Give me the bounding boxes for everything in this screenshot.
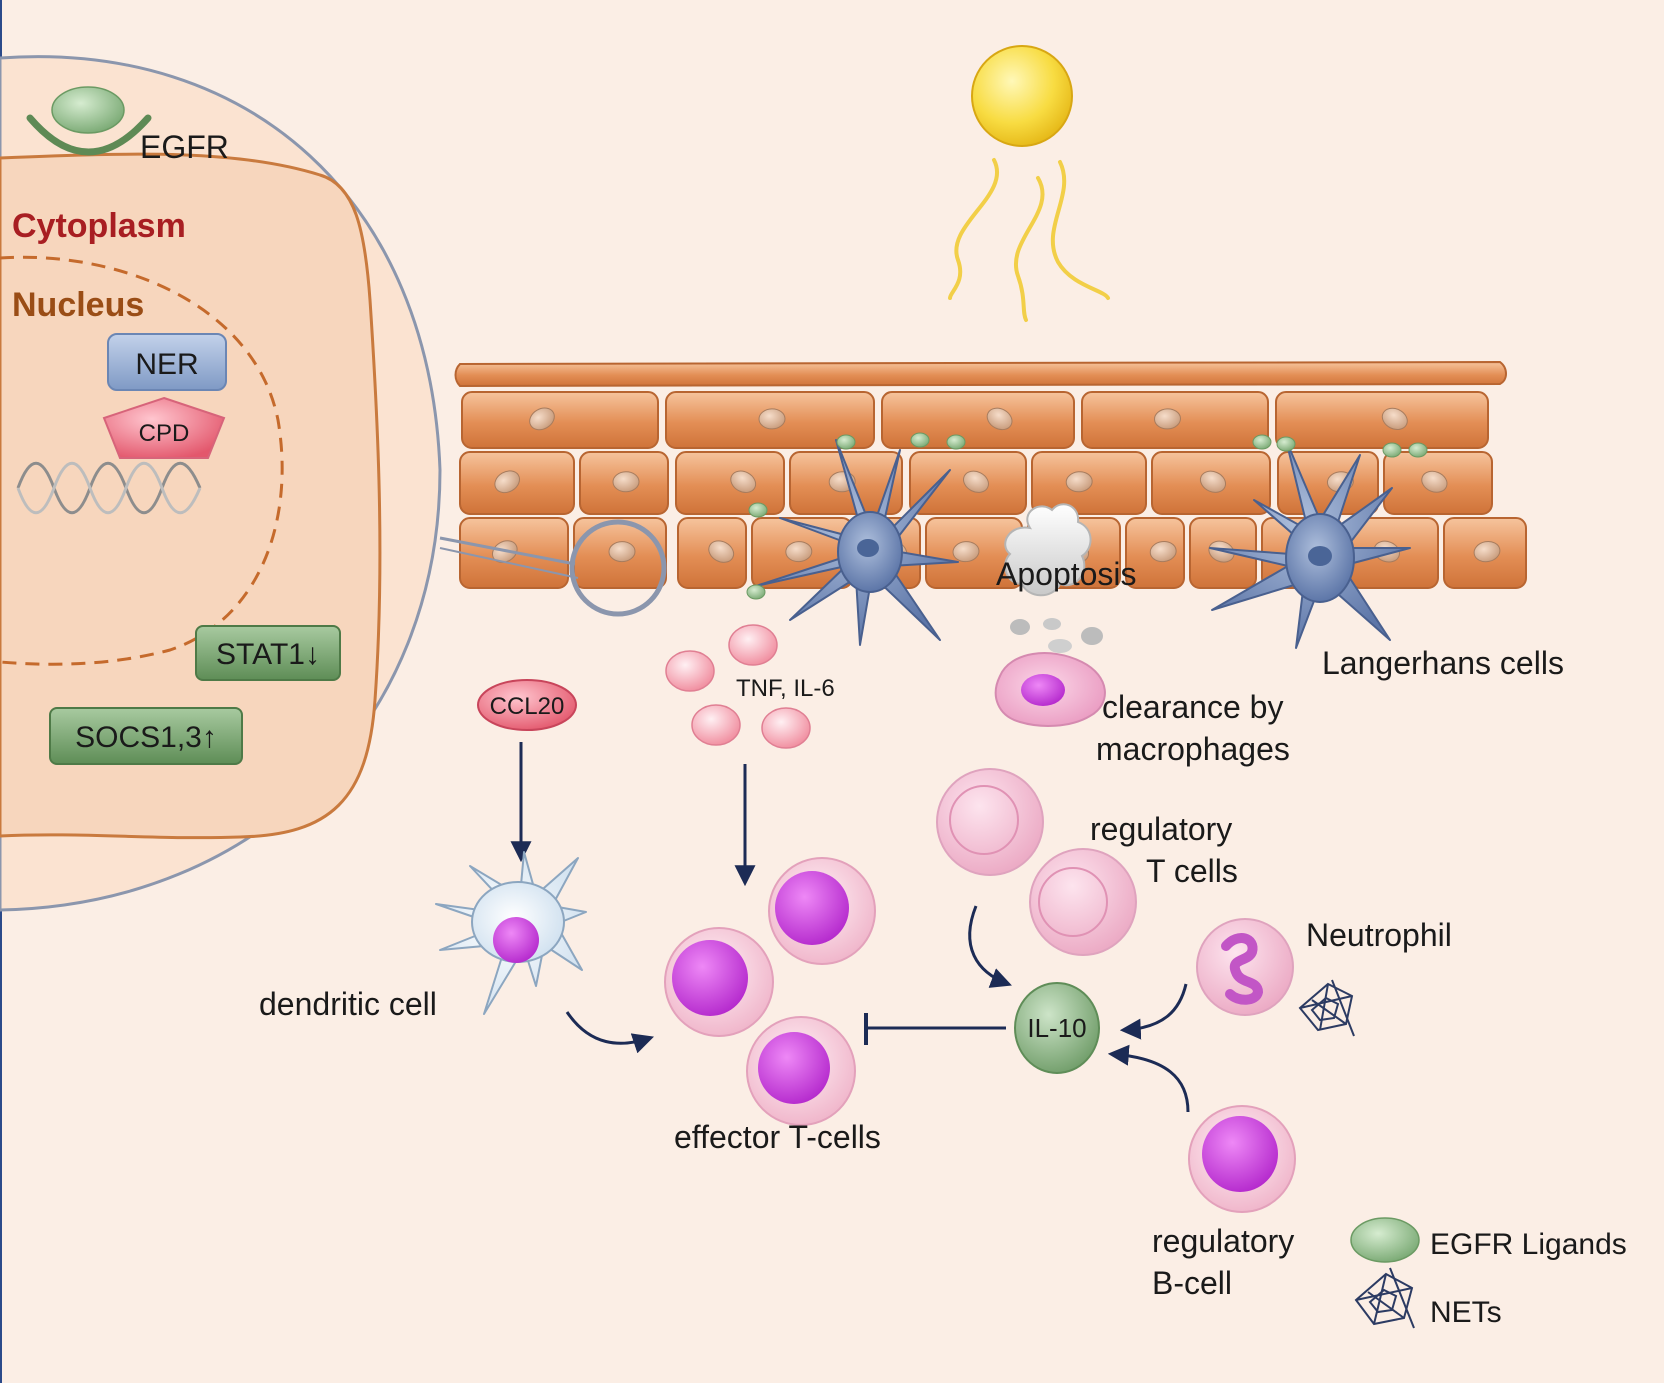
regulatory-t-cell: [1029, 848, 1137, 956]
egfr-ligands-legend-label: EGFR Ligands: [1430, 1228, 1627, 1261]
nucleus-label: Nucleus: [12, 286, 144, 324]
keratinocyte-nucleus: [758, 408, 786, 430]
magnifier-icon: [439, 519, 667, 617]
socs-label: SOCS1,3↑: [75, 721, 217, 754]
neutrophil-label: Neutrophil: [1306, 917, 1452, 953]
langerhans-label: Langerhans cells: [1322, 645, 1564, 681]
egfr-ligand-dot: [1252, 434, 1272, 450]
stat1-box: STAT1↓: [195, 625, 341, 681]
egfr-ligand-dot: [748, 502, 768, 518]
net-legend-icon: [1354, 1267, 1415, 1329]
effector-label: effector T-cells: [674, 1119, 881, 1155]
keratinocyte-nucleus: [785, 541, 813, 563]
regulatory-t-cell: [936, 768, 1044, 876]
uv-rays-icon: [948, 158, 1110, 322]
keratinocyte-nucleus: [708, 540, 735, 563]
keratinocyte-nucleus: [963, 470, 989, 493]
egfr-label: EGFR: [140, 129, 229, 165]
regulatory-b-cell-icon: [1188, 1105, 1296, 1213]
stratum-corneum: [454, 360, 1507, 388]
regulatory-t-cells: [936, 768, 1137, 956]
keratinocyte: [1275, 391, 1489, 449]
legend: EGFR Ligands NETs: [1350, 1217, 1627, 1329]
net-icon: [1298, 979, 1355, 1037]
apoptotic-cell-icon: [1004, 503, 1103, 653]
keratinocyte-nucleus: [1065, 471, 1093, 493]
egfr-ligand-dot: [1276, 436, 1296, 452]
cell-cross-section: EGFR Cytoplasm Nucleus NER CPD STAT1↓ SO…: [0, 55, 442, 912]
apoptosis-label: Apoptosis: [996, 556, 1137, 592]
keratinocyte-nucleus: [986, 407, 1013, 431]
egfr-ligand-legend-icon: [1350, 1217, 1420, 1263]
neutrophil-arrow: [1119, 983, 1188, 1040]
cytoplasm-label: Cytoplasm: [12, 207, 186, 245]
effector-t-cell: [664, 927, 774, 1037]
keratinocyte-nucleus: [1199, 470, 1227, 493]
socs-box: SOCS1,3↑: [49, 707, 243, 765]
dendritic-cell-icon: [435, 851, 587, 1015]
effector-t-cell: [768, 857, 876, 965]
dendritic-label: dendritic cell: [259, 986, 437, 1022]
egfr-ligand-dot: [1382, 442, 1402, 458]
cytokine-dots: [665, 624, 811, 749]
egfr-ligand-dot: [946, 434, 966, 450]
ner-box: NER: [107, 333, 227, 391]
clearance-label-line1: clearance by: [1102, 689, 1283, 725]
clearance-label-line2: macrophages: [1096, 731, 1290, 767]
keratinocyte-nucleus: [1473, 540, 1501, 563]
il10-cytokine: IL-10: [1014, 982, 1100, 1074]
keratinocyte-nucleus: [1421, 470, 1448, 493]
sun-icon: [971, 45, 1073, 147]
keratinocyte-nucleus: [1154, 408, 1181, 430]
keratinocyte-nucleus: [494, 470, 521, 494]
keratinocyte: [675, 451, 785, 515]
macrophage-icon: [994, 652, 1106, 727]
keratinocyte-nucleus: [730, 470, 757, 493]
nucleus-boundary: [0, 255, 284, 666]
ccl20-label: CCL20: [490, 693, 565, 720]
egfr-ligand-dots: [746, 432, 1428, 600]
ccl20-chemokine: CCL20: [477, 679, 577, 731]
egfr-ligand-dot: [910, 432, 930, 448]
treg-arrow: [968, 905, 1012, 988]
regulatory-b-label-line2: B-cell: [1152, 1265, 1232, 1301]
neutrophil-icon: [1196, 918, 1294, 1016]
egfr-ligand-dot: [1408, 442, 1428, 458]
keratinocyte-nucleus: [1149, 541, 1177, 563]
keratinocyte: [461, 391, 659, 449]
keratinocyte-nucleus: [1381, 407, 1408, 431]
keratinocyte-nucleus: [612, 471, 640, 493]
keratinocyte-nucleus: [952, 541, 980, 563]
langerhans-cell-1: [755, 439, 959, 646]
cpd-pentagon: CPD: [102, 396, 226, 459]
il10-label: IL-10: [1027, 1013, 1086, 1043]
cpd-label: CPD: [139, 420, 190, 447]
egfr-receptor-icon: [26, 86, 152, 156]
effector-t-cell: [746, 1016, 856, 1126]
keratinocyte: [881, 391, 1075, 449]
regulatory-t-label-line1: regulatory: [1090, 811, 1232, 847]
regulatory-t-label-line2: T cells: [1146, 853, 1238, 889]
tnf-label: TNF, IL-6: [736, 675, 835, 702]
ner-label: NER: [135, 348, 198, 381]
breg-arrow: [1107, 1044, 1190, 1113]
dna-helix-icon: [16, 461, 202, 515]
dendritic-arrow: [565, 1011, 654, 1054]
effector-t-cells: [664, 857, 876, 1126]
stat1-label: STAT1↓: [216, 638, 320, 671]
egfr-ligand-dot: [836, 434, 856, 450]
nets-legend-label: NETs: [1430, 1296, 1502, 1329]
keratinocyte-nucleus: [608, 541, 636, 563]
regulatory-b-label-line1: regulatory: [1152, 1223, 1294, 1259]
egfr-ligand-dot: [746, 584, 766, 600]
keratinocyte-nucleus: [529, 407, 555, 431]
